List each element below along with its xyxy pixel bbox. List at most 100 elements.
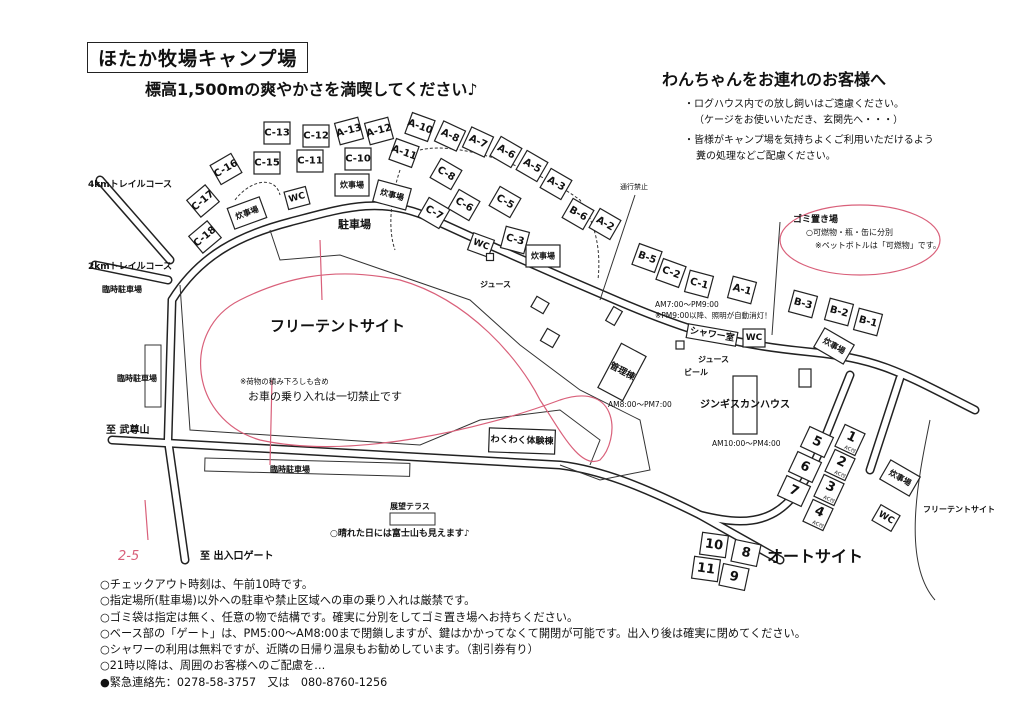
dog-notice-line: ・ログハウス内での放し飼いはご遠慮ください。 (684, 99, 904, 110)
campsite-label: C-15 (254, 158, 280, 169)
campsite-outline (787, 289, 819, 319)
temp-parking: 臨時駐車場 (102, 284, 142, 294)
subtitle: 標高1,500mの爽やかさを満喫してください♪ (145, 80, 478, 99)
campsite-outline (253, 151, 281, 175)
campsite: C-17 (185, 184, 221, 218)
temp-parking: 臨時駐車場 (270, 464, 310, 474)
rule-item: ○ゴミ袋は指定は無く、任意の物で結構です。確実に分別をしてゴミ置き場へお持ちくだ… (100, 610, 579, 624)
campsite-outline (726, 275, 758, 305)
auto-site-label: オートサイト (767, 547, 863, 566)
wc-building-label: WC (746, 333, 763, 343)
campsite-label: C-10 (345, 154, 371, 165)
campsite-label: C-1 (689, 276, 710, 291)
car-note-small: ※荷物の積み下ろしも含め (240, 376, 329, 386)
auto-site-label: 9 (728, 569, 740, 586)
rule-item: ○ベース部の「ゲート」は、PM5:00〜AM8:00まで閉鎖しますが、鍵はかかっ… (100, 626, 806, 640)
campsite-outline (489, 135, 523, 169)
beer-vending-machine-outline (675, 340, 685, 350)
no-entry-label: 通行禁止 (620, 182, 648, 191)
campsite-outline (363, 116, 395, 146)
campsite-outline (447, 188, 481, 222)
wc-building: WC (742, 328, 766, 348)
kitchen-building: 炊事場 (525, 244, 561, 268)
dog-notice-heading: わんちゃんをお連れのお客様へ (662, 70, 887, 89)
kitchen-building: 炊事場 (371, 179, 413, 211)
garbage-line: ○可燃物・瓶・缶に分別 (806, 227, 893, 237)
auto-site-outline (698, 531, 730, 559)
campsite-outline (515, 149, 549, 183)
campsite-outline (429, 157, 463, 191)
jingisukan-house-label: ジンギスカンハウス (700, 398, 790, 411)
campsite-outline (185, 184, 221, 218)
campsite: C-15 (253, 151, 281, 175)
kitchen-building-label: 炊事場 (340, 180, 364, 190)
campsite: A-2 (588, 207, 622, 241)
emergency-contact: ●緊急連絡先：0278-58-3757 又は 080-8760-1256 (100, 675, 388, 689)
auto-site: 8 (730, 538, 762, 568)
small-building (798, 368, 812, 388)
campsite: B-5 (631, 242, 663, 274)
campsite-label: A-1 (731, 282, 752, 298)
campsite-outline (417, 196, 451, 230)
auto-site-label: 8 (740, 545, 752, 562)
campsite: A-5 (515, 149, 549, 183)
ac-label: AC付 (843, 444, 857, 455)
campsite: A-10 (404, 111, 436, 143)
campsite: A-13 (333, 116, 365, 146)
campsite: C-1 (683, 269, 715, 299)
small-building-outline (530, 295, 550, 315)
jingisukan-house-outline (732, 375, 758, 435)
campsite-label: B-2 (829, 304, 850, 319)
campsite: C-16 (209, 152, 243, 186)
campsite-label: C-13 (264, 128, 290, 139)
auto-site: 6 (787, 450, 823, 484)
campsite: A-7 (461, 126, 495, 158)
campsite: C-12 (302, 124, 330, 148)
small-building (530, 295, 550, 315)
campsite: C-6 (447, 188, 481, 222)
juice-vending-machine (485, 252, 495, 262)
wc-building: WC (283, 185, 311, 211)
ac-label: AC付 (833, 469, 847, 480)
kitchen-building-outline (812, 327, 856, 365)
wc-building-outline (742, 328, 766, 348)
juice-vending-machine-outline (485, 252, 495, 262)
campsite: B-1 (852, 307, 884, 337)
campsite: C-3 (499, 225, 531, 255)
handwritten-note: 2-5 (118, 549, 139, 564)
campsite: C-10 (344, 147, 372, 171)
campsite-outline (302, 124, 330, 148)
campsite: C-5 (488, 185, 522, 219)
campsite-outline (588, 207, 622, 241)
jingisukan-house: ジンギスカンハウス (700, 375, 790, 435)
fuji-note: ○晴れた日には富士山も見えます♪ (330, 527, 470, 539)
auto-site-outline (690, 555, 722, 583)
campsite-outline (655, 257, 687, 289)
campsite-outline (631, 242, 663, 274)
campsite-outline (404, 111, 436, 143)
auto-site: 9 (718, 562, 750, 592)
campsite-outline (187, 220, 223, 254)
parking-label: 駐車場 (338, 217, 371, 231)
campsite-outline (388, 137, 420, 169)
campsite-outline (263, 121, 291, 145)
rule-item: ○指定場所(駐車場)以外への駐車や禁止区域への車の乗り入れは厳禁です。 (100, 594, 476, 608)
campsite: A-1 (726, 275, 758, 305)
kitchen-building-label: 炊事場 (531, 251, 555, 261)
campsite: C-13 (263, 121, 291, 145)
dog-notice: わんちゃんをお連れのお客様へ ・ログハウス内での放し飼いはご遠慮ください。 （ケ… (662, 66, 934, 166)
campsite-outline (852, 307, 884, 337)
beer-label: ビール (684, 367, 708, 377)
auto-site: 7 (776, 474, 812, 508)
auto-site-label: 11 (696, 560, 716, 577)
campsite-outline (433, 120, 467, 152)
campsite: C-11 (296, 149, 324, 173)
terrace-label: 展望テラス (389, 501, 430, 511)
light-note: ※PM9:00以降、照明が自動消灯！ (655, 310, 772, 320)
campsite-label: C-11 (297, 156, 323, 167)
auto-site-outline (787, 450, 823, 484)
campground-title: ほたか牧場キャンプ場 (87, 42, 309, 73)
temp-parking: 臨時駐車場 (117, 373, 157, 383)
small-building (604, 305, 624, 327)
